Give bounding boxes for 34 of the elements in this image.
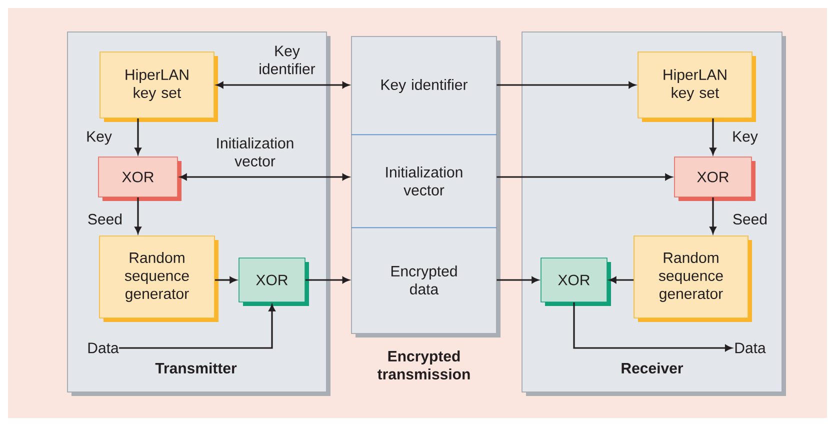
xor-box: XOR	[238, 258, 309, 306]
table-cell: Initialization vector	[386, 166, 462, 196]
edge-label: Initialization vector	[204, 136, 306, 168]
xor-box: XOR	[98, 156, 182, 201]
edge-label: Seed	[729, 212, 771, 226]
process-box: Random sequence generator	[634, 236, 752, 322]
table-cell: Encrypted data	[391, 266, 457, 294]
edge-label: Key identifier	[248, 44, 326, 76]
arrow	[119, 304, 276, 349]
data-label: Data	[735, 342, 766, 354]
arrow	[305, 276, 350, 284]
edge-label: Seed	[84, 212, 126, 226]
arrow	[496, 82, 636, 88]
arrow	[180, 174, 350, 180]
arrow	[216, 82, 350, 88]
edge-label: Key	[728, 130, 762, 146]
xor-box: XOR	[540, 258, 611, 306]
process-box: Random sequence generator	[99, 236, 218, 322]
process-box: HiperLAN key set	[638, 52, 756, 122]
arrow	[134, 197, 142, 234]
arrow	[609, 276, 634, 284]
table-cell: Key identifier	[381, 79, 468, 93]
arrow	[710, 118, 716, 155]
arrow	[710, 197, 716, 234]
arrow	[573, 302, 732, 352]
arrow	[134, 118, 142, 155]
process-box: HiperLAN key set	[100, 52, 218, 122]
arrow	[214, 276, 237, 284]
arrow	[496, 276, 539, 284]
arrow	[496, 174, 672, 180]
data-label: Data	[88, 342, 119, 354]
node-label: Encrypted transmission	[378, 350, 470, 380]
edge-label: Key	[82, 130, 116, 146]
xor-box: XOR	[674, 156, 756, 201]
